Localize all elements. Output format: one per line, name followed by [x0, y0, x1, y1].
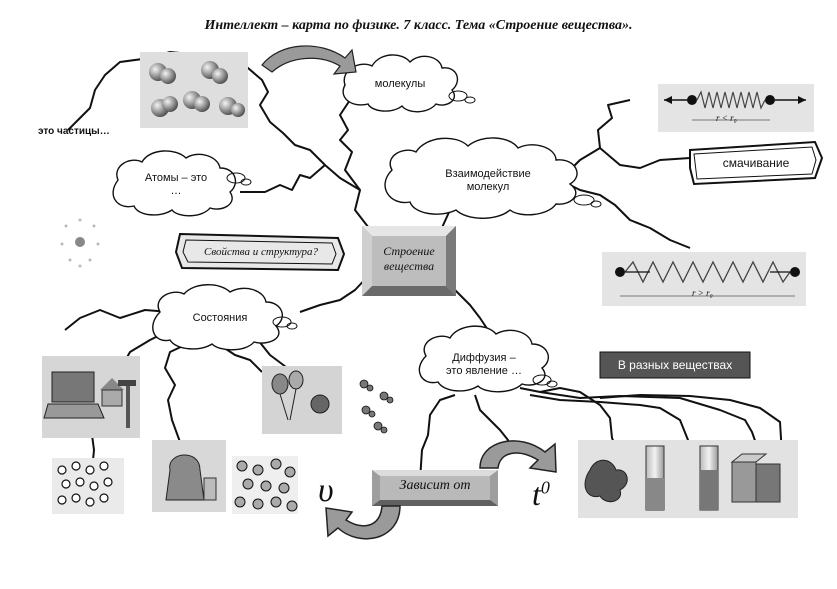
atom-picture	[60, 218, 100, 268]
substances-box	[599, 351, 751, 379]
gas-molecules-picture	[359, 379, 394, 434]
cloud-interaction-line1: Взаимодействие	[445, 168, 531, 180]
arrow-to-v	[325, 505, 401, 540]
center-node-line1: Строение	[383, 244, 435, 258]
cloud-interaction-label: Взаимодействие молекул	[406, 168, 570, 194]
particles-label: это частицы…	[38, 126, 110, 137]
cloud-diffusion-line2: это явление …	[446, 365, 522, 377]
cloud-atoms-label: Атомы – это …	[126, 172, 226, 198]
temperature-base: t	[532, 476, 541, 512]
properties-banner-frame	[174, 232, 346, 272]
cloud-atoms-line2: …	[170, 185, 182, 197]
temperature-sup: 0	[540, 477, 550, 498]
arrow-to-t	[479, 440, 557, 473]
cloud-atoms	[112, 150, 237, 217]
cloud-shapes	[112, 54, 578, 393]
cloud-atoms-line1: Атомы – это	[144, 172, 208, 184]
spring-stretched	[602, 252, 806, 306]
temperature-symbol: t0	[532, 476, 550, 513]
balloons-picture	[262, 366, 342, 434]
molecules-picture	[140, 52, 248, 128]
spring-compressed	[658, 84, 814, 132]
cloud-interaction	[384, 137, 578, 219]
wetting-label: смачивание	[722, 156, 790, 170]
wetting-banner-frame	[689, 140, 824, 186]
cloud-diffusion	[418, 325, 550, 393]
solid-lattice-picture	[52, 458, 124, 514]
center-node-frame	[362, 226, 456, 296]
cloud-diffusion-line1: Диффузия –	[452, 352, 516, 364]
substances-label: В разных веществах	[617, 358, 733, 372]
page-title: Интеллект – карта по физике. 7 класс. Те…	[204, 18, 633, 33]
cloud-tails	[226, 90, 602, 388]
cloud-molecules-label: молекулы	[374, 78, 426, 90]
diffusion-pictures	[578, 440, 798, 518]
spring-long-label: r > r₀	[692, 288, 713, 298]
laptop-house-picture	[42, 356, 140, 438]
center-node-line2: вещества	[383, 259, 435, 273]
spring-short-label: r < r₀	[716, 113, 737, 123]
cloud-states-label: Состояния	[192, 312, 248, 324]
center-node-label: Строение вещества	[372, 244, 446, 274]
depends-box-frame	[372, 470, 498, 506]
cloud-molecules	[342, 54, 459, 113]
liquid-jug-picture	[152, 440, 226, 512]
cloud-diffusion-label: Диффузия – это явление …	[430, 352, 538, 378]
velocity-symbol: υ	[318, 472, 334, 509]
liquid-molecules-picture	[232, 456, 298, 514]
molecules-curved-arrow	[261, 45, 357, 75]
properties-banner-label: Свойства и структура?	[204, 246, 318, 258]
depends-on-label: Зависит от	[399, 478, 471, 493]
cloud-interaction-line2: молекул	[466, 181, 510, 193]
